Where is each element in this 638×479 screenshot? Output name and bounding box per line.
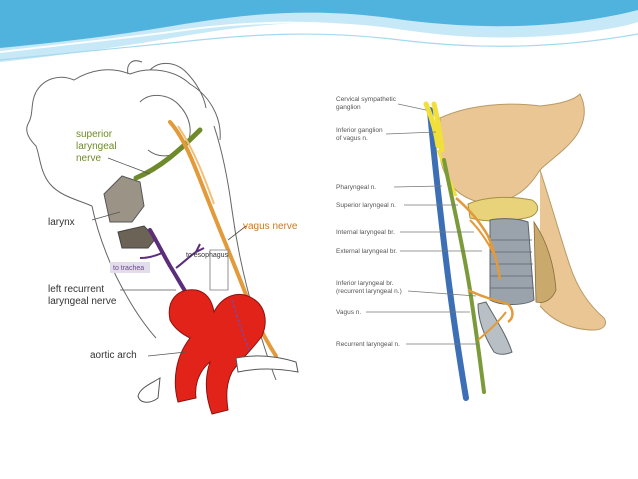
label-external-laryngeal: External laryngeal br. [336, 248, 397, 255]
label-inferior-ganglion: Inferior ganglion of vagus n. [336, 127, 384, 142]
label-superior-laryngeal-n: Superior laryngeal n. [336, 202, 396, 209]
label-pharyngeal: Pharyngeal n. [336, 184, 376, 191]
label-vagus-nerve: vagus nerve [243, 221, 298, 232]
label-cervical-sympathetic: Cervical sympathetic ganglion [336, 96, 398, 111]
right-illustration [330, 90, 616, 406]
label-larynx: larynx [48, 217, 75, 228]
header-wave [0, 0, 638, 62]
label-recurrent-laryngeal-n: Recurrent laryngeal n. [336, 341, 400, 348]
to-trachea-box [110, 262, 150, 273]
label-inferior-laryngeal: Inferior laryngeal br. (recurrent laryng… [336, 280, 402, 295]
label-to-esophagus: to esophagus [186, 252, 229, 259]
label-superior-laryngeal: superior laryngeal nerve [76, 129, 119, 164]
label-vagus-n: Vagus n. [336, 309, 361, 316]
label-left-recurrent: left recurrent laryngeal nerve [48, 284, 117, 307]
left-illustration [26, 60, 299, 415]
label-to-trachea: to trachea [113, 265, 144, 272]
label-aortic-arch: aortic arch [90, 350, 137, 361]
label-internal-laryngeal: Internal laryngeal br. [336, 229, 395, 236]
